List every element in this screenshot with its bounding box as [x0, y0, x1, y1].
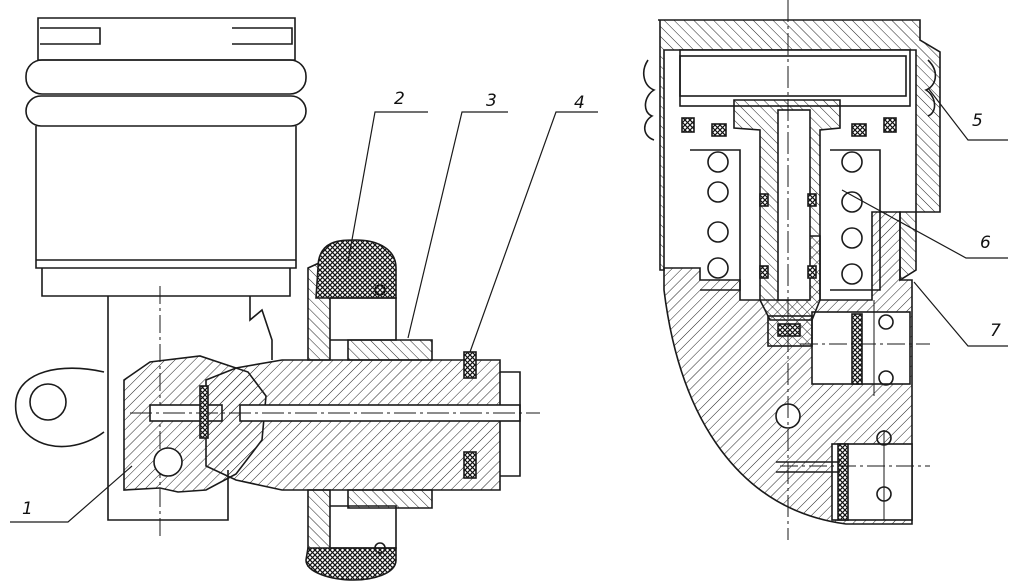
right-view [642, 0, 1008, 540]
callout-6: 6 [980, 233, 991, 253]
left-view [10, 17, 598, 581]
callout-5: 5 [972, 111, 983, 131]
leader-lines-right [841, 87, 1008, 347]
knurled-knob-top [315, 239, 397, 299]
cylinder-cap [25, 17, 307, 297]
knurled-knob-bottom [305, 547, 397, 581]
shaft-section [205, 359, 501, 491]
springs [690, 149, 881, 291]
callout-2: 2 [394, 89, 405, 109]
plunger [681, 99, 897, 347]
ball-valve [153, 447, 183, 477]
leader-lines [10, 111, 598, 523]
bracket [14, 286, 273, 540]
callout-7: 7 [990, 321, 1001, 341]
callout-4: 4 [574, 93, 585, 113]
knob-assembly [199, 239, 477, 581]
callout-3: 3 [486, 91, 497, 111]
callout-1: 1 [22, 499, 33, 519]
